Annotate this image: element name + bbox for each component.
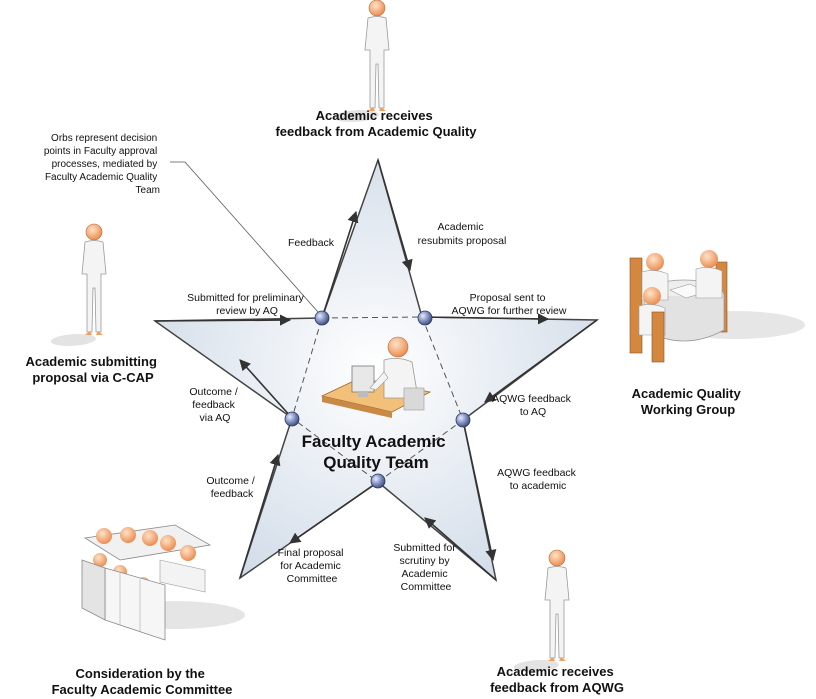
decision-pentagon <box>291 316 464 483</box>
note-leader-line <box>170 161 319 313</box>
edge-label-proposal-sent: Proposal sent to AQWG for further review <box>452 292 567 317</box>
orb-right <box>455 412 471 428</box>
flow-arrows <box>154 159 598 581</box>
edge-label-submitted-prelim: Submitted for preliminary review by AQ <box>187 292 307 317</box>
orb-top-left <box>314 310 330 326</box>
committee-icon <box>81 524 245 641</box>
actor-figure-top <box>328 0 390 123</box>
note-text: Orbs represent decision points in Facult… <box>44 133 160 196</box>
caption-top: Academic receives feedback from Academic… <box>275 108 477 139</box>
edge-label-outcome-feedback: Outcome / feedback <box>206 475 257 500</box>
center-title: Faculty Academic Quality Team <box>302 432 451 472</box>
actor-figure-bottom-right <box>508 549 570 673</box>
edge-label-final-proposal: Final proposal for Academic Committee <box>278 547 347 585</box>
actor-figure-left <box>45 223 107 347</box>
edge-label-aqwg-to-aq: AQWG feedback to AQ <box>492 393 574 418</box>
edge-label-aqwg-to-academic: AQWG feedback to academic <box>497 467 579 492</box>
faqt-desk-icon <box>320 336 432 418</box>
aqwg-meeting-icon <box>629 250 805 363</box>
caption-bottom-left: Consideration by the Faculty Academic Co… <box>52 666 233 697</box>
orb-top-right <box>417 310 433 326</box>
decision-orbs <box>284 310 471 489</box>
edge-label-resubmits: Academic resubmits proposal <box>418 221 507 247</box>
caption-bottom-right: Academic receives feedback from AQWG <box>490 664 624 695</box>
edge-label-submitted-scrutiny: Submitted for scrutiny by Academic Commi… <box>393 542 458 593</box>
orb-bottom <box>370 473 386 489</box>
edge-label-outcome-via-aq: Outcome / feedback via AQ <box>189 386 240 424</box>
edge-label-feedback: Feedback <box>288 237 335 249</box>
caption-right: Academic Quality Working Group <box>632 386 745 417</box>
process-star <box>152 157 600 582</box>
caption-left: Academic submitting proposal via C-CAP <box>25 354 160 385</box>
orb-left <box>284 411 300 427</box>
